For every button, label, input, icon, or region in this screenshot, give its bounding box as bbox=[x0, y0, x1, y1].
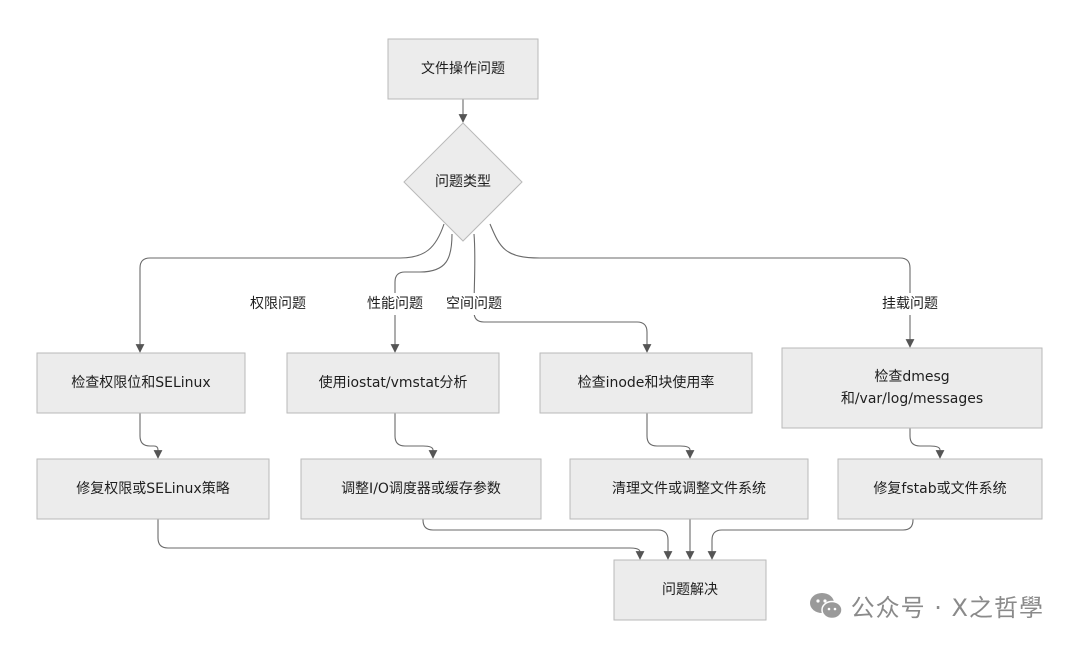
process-box bbox=[781, 347, 1043, 429]
node-label: 修复fstab或文件系统 bbox=[873, 480, 1006, 497]
node-label: 使用iostat/vmstat分析 bbox=[319, 374, 468, 391]
wechat-icon bbox=[809, 592, 843, 619]
edge-type-to-space_check bbox=[473, 233, 652, 353]
edge-mount_check-to-mount_fix bbox=[909, 428, 945, 459]
node-label: 检查dmesg bbox=[874, 369, 949, 385]
process-box bbox=[837, 458, 1043, 520]
edge-perf_check-to-perf_fix bbox=[394, 413, 438, 459]
node-label: 问题解决 bbox=[662, 582, 718, 598]
edge-perf_fix-to-resolved bbox=[422, 519, 673, 560]
node-label: 检查inode和块使用率 bbox=[578, 374, 715, 391]
edge-type-to-mount_check bbox=[489, 223, 915, 348]
node-perf-fix: 调整I/O调度器或缓存参数 bbox=[300, 458, 542, 520]
node-type: 问题类型 bbox=[403, 122, 523, 242]
edge-type-to-perf_check bbox=[390, 233, 453, 353]
node-perf-check: 使用iostat/vmstat分析 bbox=[286, 352, 500, 414]
node-label: 检查权限位和SELinux bbox=[71, 375, 210, 391]
node-label: 和/var/log/messages bbox=[841, 391, 983, 407]
edge-mount_fix-to-resolved bbox=[707, 519, 914, 560]
decision-shape bbox=[403, 122, 523, 242]
edge-label-type-to-perf_check: 性能问题 bbox=[361, 293, 429, 315]
node-label: 修复权限或SELinux策略 bbox=[76, 480, 229, 497]
edge-label-type-to-perm_check: 权限问题 bbox=[244, 293, 312, 315]
node-space-check: 检查inode和块使用率 bbox=[539, 352, 753, 414]
watermark-text: 公众号 · X之哲學 bbox=[850, 594, 1044, 622]
edge-space_check-to-space_fix bbox=[646, 413, 695, 459]
edge-label-text: 挂载问题 bbox=[882, 296, 938, 312]
edge-labels-layer: 权限问题 性能问题 空间问题 挂载问题 bbox=[244, 293, 944, 315]
node-label: 文件操作问题 bbox=[421, 61, 505, 77]
edge-label-text: 权限问题 bbox=[250, 296, 306, 312]
node-label: 调整I/O调度器或缓存参数 bbox=[341, 480, 501, 497]
watermark: 公众号 · X之哲學 bbox=[809, 588, 1044, 623]
node-start: 文件操作问题 bbox=[387, 38, 539, 100]
process-box bbox=[569, 458, 809, 520]
process-box bbox=[300, 458, 542, 520]
process-box bbox=[36, 458, 270, 520]
node-mount-fix: 修复fstab或文件系统 bbox=[837, 458, 1043, 520]
edges-layer bbox=[135, 99, 945, 560]
edge-label-text: 空间问题 bbox=[446, 296, 502, 312]
edge-label-type-to-space_check: 空间问题 bbox=[440, 293, 508, 315]
edge-perm_check-to-perm_fix bbox=[139, 413, 163, 459]
edge-label-text: 性能问题 bbox=[367, 296, 423, 312]
edge-type-to-perm_check bbox=[135, 223, 445, 353]
process-box bbox=[286, 352, 500, 414]
node-mount-check: 检查dmesg 和/var/log/messages bbox=[781, 347, 1043, 429]
node-resolved: 问题解决 bbox=[613, 559, 767, 621]
node-space-fix: 清理文件或调整文件系统 bbox=[569, 458, 809, 520]
process-box bbox=[539, 352, 753, 414]
node-label: 清理文件或调整文件系统 bbox=[612, 481, 766, 497]
process-box bbox=[387, 38, 539, 100]
process-box bbox=[613, 559, 767, 621]
process-box bbox=[36, 352, 246, 414]
edge-label-type-to-mount_check: 挂载问题 bbox=[876, 293, 944, 315]
node-perm-fix: 修复权限或SELinux策略 bbox=[36, 458, 270, 520]
node-label: 问题类型 bbox=[435, 174, 491, 190]
edge-perm_fix-to-resolved bbox=[157, 519, 645, 560]
node-perm-check: 检查权限位和SELinux bbox=[36, 352, 246, 414]
